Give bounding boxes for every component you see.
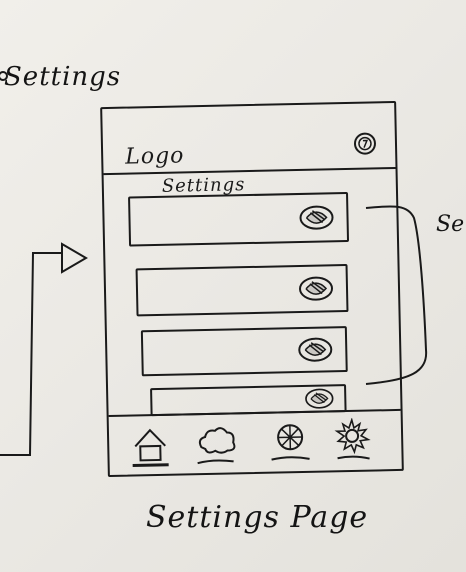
profile-icon[interactable] <box>353 131 377 155</box>
setting-row-4[interactable] <box>150 384 347 417</box>
nav-wheel[interactable] <box>267 419 314 466</box>
nav-weather[interactable] <box>193 420 240 467</box>
app-header: Logo <box>102 102 396 176</box>
settings-list <box>102 103 402 475</box>
toggle-icon[interactable] <box>298 204 335 231</box>
home-icon <box>132 428 169 468</box>
toggle-icon[interactable] <box>298 275 335 302</box>
setting-row-3[interactable] <box>140 326 348 377</box>
side-caption: Se <box>436 212 465 237</box>
gear-icon <box>334 417 371 460</box>
nav-settings[interactable] <box>329 417 376 464</box>
top-caption: Settings <box>4 62 122 92</box>
setting-row-2[interactable] <box>135 263 349 317</box>
nav-home[interactable] <box>127 422 174 469</box>
setting-row-1[interactable] <box>128 191 350 247</box>
toggle-icon[interactable] <box>304 387 334 410</box>
toggle-icon[interactable] <box>297 336 334 363</box>
phone-frame: Logo Settings <box>100 100 404 478</box>
bottom-nav <box>108 408 402 476</box>
page-caption: Settings Page <box>146 500 369 535</box>
wheel-icon <box>271 424 310 461</box>
cloud-icon <box>197 427 236 465</box>
